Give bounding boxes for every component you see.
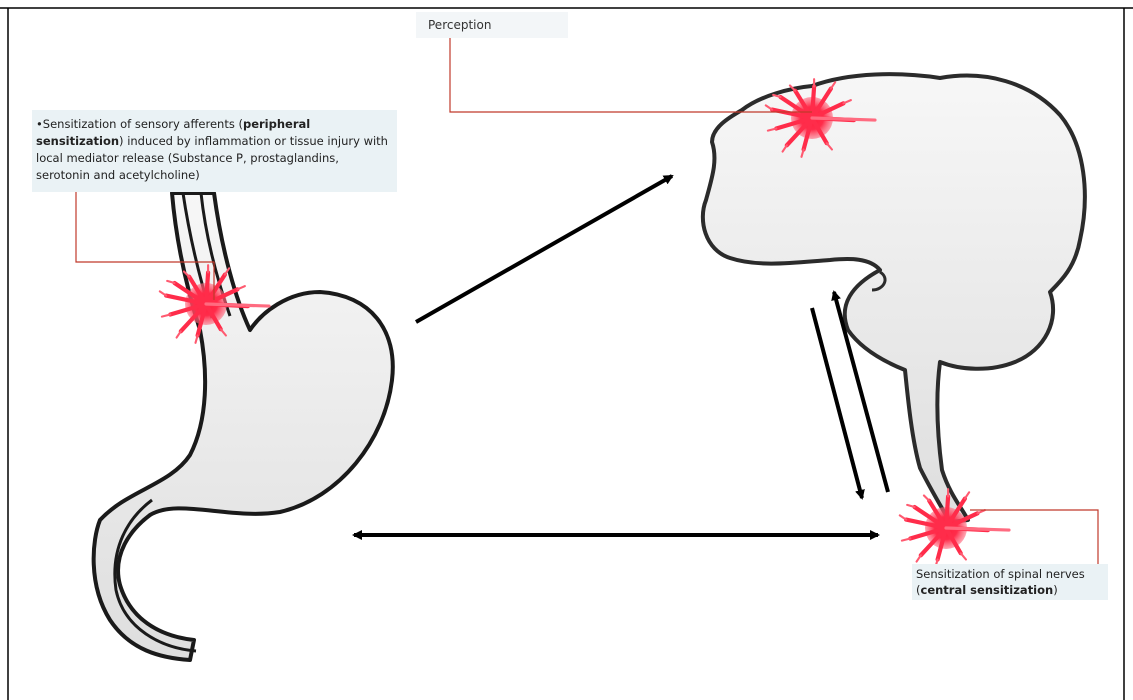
stomach-to-brain-arrow [416, 176, 672, 322]
central-sensitization-label: Sensitization of spinal nerves (central … [912, 564, 1108, 600]
perception-text: Perception [428, 18, 491, 32]
central-text-post: ) [1053, 583, 1058, 597]
central-text-bold: central sensitization [921, 583, 1054, 597]
stomach-outline [94, 193, 393, 660]
brain-outline [703, 74, 1085, 522]
peripheral-text-pre: Sensitization of sensory afferents ( [43, 117, 243, 131]
perception-label: Perception [416, 12, 568, 38]
central-leader-line [970, 510, 1098, 564]
peripheral-sensitization-label: •Sensitization of sensory afferents (per… [32, 110, 397, 192]
bullet: • [36, 117, 43, 131]
brain-spinal-cord-illustration [703, 74, 1085, 522]
stomach-illustration [94, 193, 393, 660]
